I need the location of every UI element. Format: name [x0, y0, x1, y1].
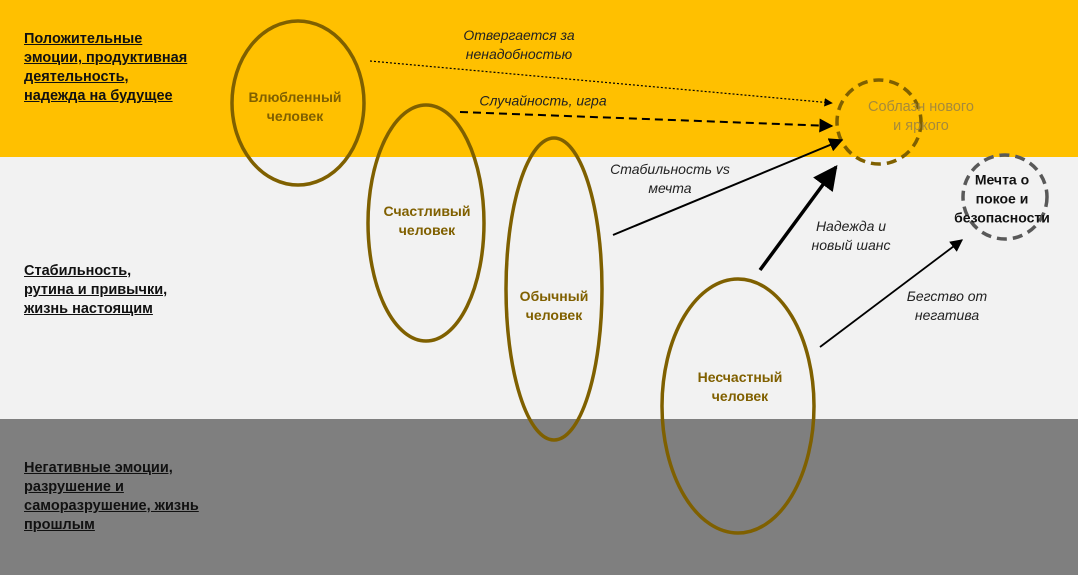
- escape-arrow-label: Бегство от негатива: [906, 288, 988, 323]
- unhappy-ellipse: [660, 277, 816, 535]
- ordinary-label: Обычный человек: [519, 288, 589, 323]
- temptation-label: Соблазн нового и яркого: [868, 99, 974, 134]
- dream-circle: [961, 153, 1049, 241]
- happy-ellipse: [366, 103, 486, 343]
- stable-zone-label: Стабильность, рутина и привычки, жизнь н…: [24, 263, 168, 317]
- stability-vs-dream-arrow: [612, 138, 844, 236]
- happy-label: Счастливый человек: [383, 203, 471, 238]
- negative-emotions-band: [0, 419, 1078, 575]
- chance-arrow-label: Случайность, игра: [479, 92, 607, 109]
- ordinary-ellipse: [504, 136, 604, 442]
- positive-zone-label: Положительные эмоции, продуктивная деяте…: [24, 31, 188, 104]
- positive-emotions-band: [0, 0, 1078, 157]
- dream-label: Мечта о покое и безопасности: [954, 171, 1050, 226]
- rejected-arrow: [369, 60, 833, 107]
- chance-arrow: [459, 111, 834, 133]
- stability-vs-dream-arrow-label: Стабильность vs мечта: [610, 161, 730, 196]
- negative-zone-label: Негативные эмоции, разрушение и саморазр…: [24, 460, 199, 533]
- rejected-arrow-label: Отвергается за ненадобностью: [463, 27, 575, 62]
- unhappy-label: Несчастный человек: [697, 369, 783, 404]
- hope-arrow-label: Надежда и новый шанс: [811, 218, 891, 253]
- in-love-ellipse: [230, 19, 366, 187]
- temptation-circle: [835, 78, 923, 166]
- escape-arrow: [819, 239, 964, 348]
- hope-arrow: [758, 165, 838, 272]
- in-love-label: Влюбленный человек: [248, 89, 342, 124]
